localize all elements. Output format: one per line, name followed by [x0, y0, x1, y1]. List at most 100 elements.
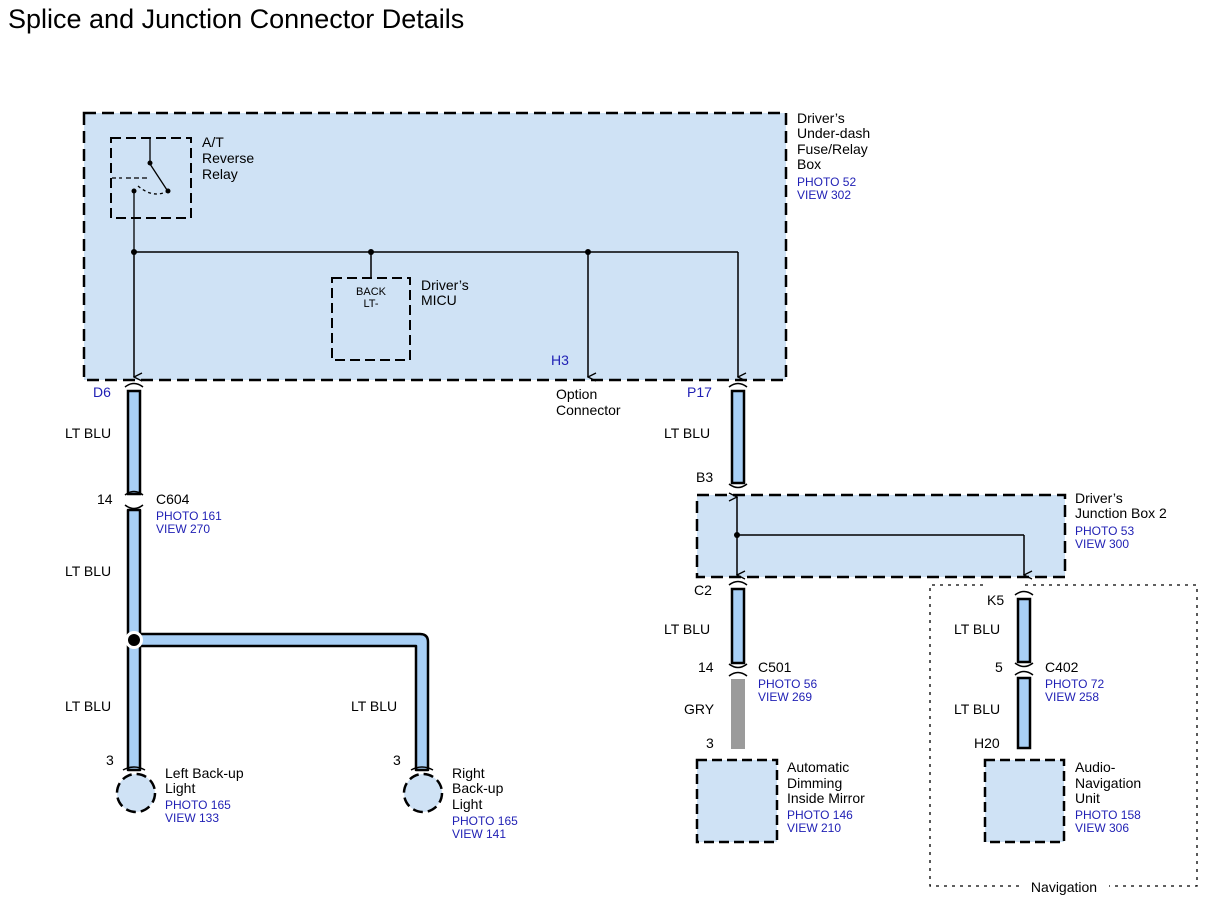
splice-dot — [734, 532, 740, 538]
svg-text:PHOTO 158: PHOTO 158 — [1075, 808, 1141, 822]
svg-text:Unit: Unit — [1075, 790, 1100, 806]
wire-color-label: LT BLU — [65, 563, 111, 579]
connector-cap — [122, 766, 146, 771]
wire-color-label: LT BLU — [65, 425, 111, 441]
svg-text:Automatic: Automatic — [787, 759, 849, 775]
micu-pin-label: LT- — [363, 298, 378, 310]
svg-text:VIEW 306: VIEW 306 — [1075, 821, 1129, 835]
svg-text:Fuse/Relay: Fuse/Relay — [797, 141, 868, 157]
connector-cap — [1014, 590, 1034, 596]
connector-cap — [728, 483, 748, 489]
svg-text:VIEW 210: VIEW 210 — [787, 821, 841, 835]
left-backup-light-bulb — [115, 772, 157, 814]
option-connector-label: Option Connector — [556, 386, 621, 418]
pin-b3: B3 — [696, 469, 713, 485]
connector-cap — [410, 766, 434, 771]
svg-text:C604: C604 — [156, 491, 190, 507]
svg-text:A/T: A/T — [202, 134, 224, 150]
svg-text:PHOTO 52: PHOTO 52 — [797, 175, 856, 189]
svg-text:Navigation: Navigation — [1075, 775, 1141, 791]
navigation-group-label: Navigation — [1031, 879, 1097, 895]
pin-k5: K5 — [987, 592, 1004, 608]
svg-text:PHOTO 53: PHOTO 53 — [1075, 524, 1134, 538]
svg-text:PHOTO 146: PHOTO 146 — [787, 808, 853, 822]
micu-label: Driver’s MICU — [421, 277, 469, 308]
connector-cap — [124, 490, 144, 496]
svg-text:PHOTO 161: PHOTO 161 — [156, 509, 222, 523]
pin-h20: H20 — [974, 735, 1000, 751]
svg-text:Junction Box 2: Junction Box 2 — [1075, 505, 1167, 521]
junction-box-2-label: Driver’s Junction Box 2 PHOTO 53 VIEW 30… — [1075, 490, 1167, 551]
wire-lt-blu — [1016, 676, 1032, 750]
svg-text:PHOTO 165: PHOTO 165 — [165, 798, 231, 812]
underdash-box-label: Driver’s Under-dash Fuse/Relay Box PHOTO… — [797, 110, 870, 202]
svg-text:Driver’s: Driver’s — [421, 277, 469, 293]
audio-navigation-unit-box — [983, 758, 1066, 844]
relay-contact-dot — [165, 188, 171, 194]
svg-text:Light: Light — [165, 780, 195, 796]
wire-color-label: GRY — [684, 701, 715, 717]
svg-text:Inside Mirror: Inside Mirror — [787, 790, 865, 806]
svg-text:Relay: Relay — [202, 166, 238, 182]
wire-lt-blu — [730, 389, 746, 485]
micu-pin-label: BACK — [356, 286, 387, 298]
svg-text:MICU: MICU — [421, 292, 457, 308]
reverse-relay-box — [110, 137, 192, 219]
c402-pin: 5 — [995, 659, 1003, 675]
connector-cap — [124, 382, 144, 388]
left-light-label: Left Back-up Light PHOTO 165 VIEW 133 — [165, 765, 244, 825]
svg-text:VIEW 269: VIEW 269 — [758, 690, 812, 704]
svg-text:Driver’s: Driver’s — [1075, 490, 1123, 506]
svg-text:Reverse: Reverse — [202, 150, 254, 166]
splice-dot — [368, 249, 374, 255]
svg-text:PHOTO 56: PHOTO 56 — [758, 677, 817, 691]
wire-color-label: LT BLU — [954, 701, 1000, 717]
junction-box-2 — [695, 493, 1067, 579]
svg-text:Right: Right — [452, 765, 485, 781]
junction-box-internal — [737, 497, 1024, 575]
connector-cap — [1014, 670, 1034, 676]
connector-cap — [1014, 662, 1034, 668]
svg-text:C501: C501 — [758, 659, 792, 675]
connector-cap — [728, 663, 748, 669]
relay-switch-symbol — [112, 138, 168, 250]
svg-text:C402: C402 — [1045, 659, 1079, 675]
pin-c2: C2 — [694, 582, 712, 598]
micu-box — [331, 277, 411, 361]
svg-text:VIEW 133: VIEW 133 — [165, 811, 219, 825]
relay-contact-dot — [131, 188, 137, 194]
pin-h3: H3 — [551, 352, 569, 368]
auto-dimming-mirror-box — [695, 758, 779, 844]
c501-label: C501 PHOTO 56 VIEW 269 — [758, 659, 817, 704]
svg-text:Left Back-up: Left Back-up — [165, 765, 244, 781]
svg-text:PHOTO 72: PHOTO 72 — [1045, 677, 1104, 691]
wire-lt-blu — [126, 389, 142, 496]
right-backup-light-bulb — [402, 772, 444, 814]
connector-cap — [728, 382, 748, 388]
svg-text:VIEW 270: VIEW 270 — [156, 522, 210, 536]
page-title: Splice and Junction Connector Details — [8, 4, 464, 34]
svg-text:Box: Box — [797, 156, 821, 172]
svg-text:Back-up: Back-up — [452, 780, 504, 796]
right-light-label: Right Back-up Light PHOTO 165 VIEW 141 — [452, 765, 518, 841]
internal-bus — [134, 250, 738, 377]
navigation-group-frame — [929, 584, 1198, 887]
wire-color-label: LT BLU — [351, 698, 397, 714]
svg-text:Driver’s: Driver’s — [797, 110, 845, 126]
svg-text:Connector: Connector — [556, 402, 621, 418]
right-light-pin: 3 — [393, 752, 401, 768]
c402-label: C402 PHOTO 72 VIEW 258 — [1045, 659, 1104, 704]
c604-pin: 14 — [97, 491, 113, 507]
wire-color-label: LT BLU — [664, 621, 710, 637]
svg-text:VIEW 258: VIEW 258 — [1045, 690, 1099, 704]
wire-gry — [731, 679, 745, 749]
svg-text:Light: Light — [452, 796, 482, 812]
connector-cap — [728, 671, 748, 677]
audio-nav-label: Audio- Navigation Unit PHOTO 158 VIEW 30… — [1075, 759, 1141, 835]
mirror-pin: 3 — [706, 735, 714, 751]
left-light-pin: 3 — [106, 752, 114, 768]
relay-contact-dot — [147, 160, 153, 166]
svg-text:VIEW 300: VIEW 300 — [1075, 537, 1129, 551]
mirror-label: Automatic Dimming Inside Mirror PHOTO 14… — [787, 759, 865, 835]
